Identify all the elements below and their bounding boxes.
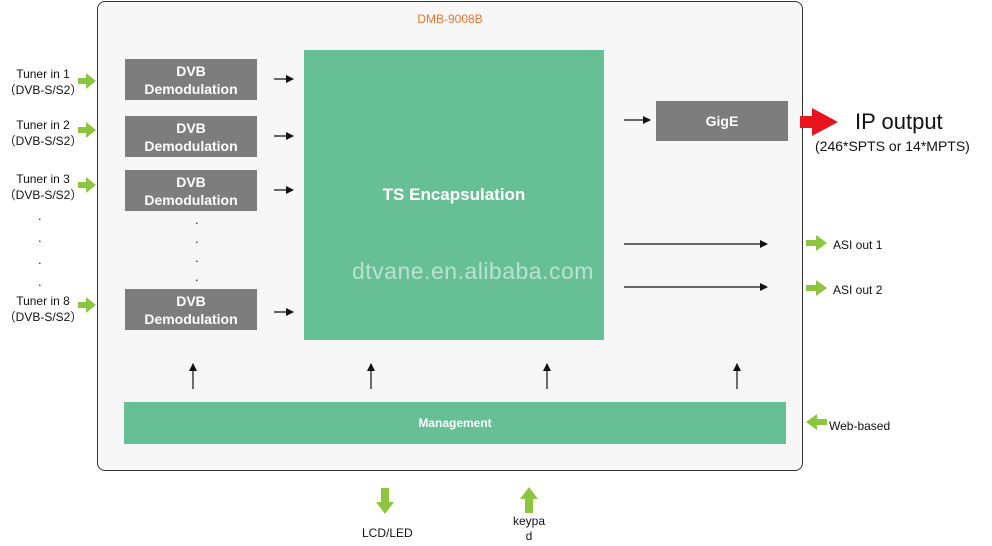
tuner-1-label: Tuner in 1 （DVB-S/S2） <box>0 66 88 98</box>
tuner-8-name: Tuner in 8 <box>16 294 70 308</box>
device-title: DMB-9008B <box>417 12 483 26</box>
ts-encapsulation-block: TS Encapsulation <box>304 50 604 340</box>
gige-label: GigE <box>705 113 739 129</box>
management-label: Management <box>418 416 492 430</box>
demod-3-line1: DVB <box>176 173 206 190</box>
ip-output-subtitle: (246*SPTS or 14*MPTS) <box>815 138 970 154</box>
asi-out-1-label: ASI out 1 <box>833 238 883 252</box>
tuner-8-label: Tuner in 8 （DVB-S/S2） <box>0 293 88 325</box>
red-arrow-right-icon <box>800 108 838 136</box>
green-arrow-right-icon <box>806 280 827 296</box>
demod-1-line1: DVB <box>176 62 206 79</box>
tuner-8-type: （DVB-S/S2） <box>3 310 83 324</box>
tuner-ellipsis: .... <box>38 208 42 289</box>
tuner-1-type: （DVB-S/S2） <box>3 83 83 97</box>
tuner-3-name: Tuner in 3 <box>16 172 70 186</box>
green-arrow-up-icon <box>520 487 538 513</box>
watermark: dtvane.en.alibaba.com <box>352 258 594 284</box>
demod-ellipsis: .... <box>195 212 199 284</box>
demod-2-line2: Demodulation <box>144 137 238 154</box>
keypad-line2: d <box>525 529 533 543</box>
tuner-2-type: （DVB-S/S2） <box>3 134 83 148</box>
gige-block: GigE <box>656 101 788 141</box>
green-arrow-right-icon <box>78 177 96 193</box>
demod-8-line1: DVB <box>176 292 206 309</box>
management-block: Management <box>124 402 786 444</box>
green-arrow-left-icon <box>806 414 827 430</box>
demod-3-line2: Demodulation <box>144 191 238 208</box>
web-based-label: Web-based <box>829 419 891 433</box>
demod-2-line1: DVB <box>176 119 206 136</box>
demod-to-ts-arrows <box>274 75 294 316</box>
ip-output-title: IP output <box>855 109 943 134</box>
demod-8-line2: Demodulation <box>144 310 238 327</box>
tuner-2-label: Tuner in 2 （DVB-S/S2） <box>0 117 88 149</box>
management-up-arrows <box>189 363 741 389</box>
green-arrow-right-icon <box>806 235 827 251</box>
tuner-3-label: Tuner in 3 （DVB-S/S2） <box>0 171 88 203</box>
green-arrow-right-icon <box>78 73 96 89</box>
green-arrow-right-icon <box>78 122 96 138</box>
green-arrow-down-icon <box>376 488 394 514</box>
asi-out-2-label: ASI out 2 <box>833 283 883 297</box>
tuner-1-name: Tuner in 1 <box>16 67 70 81</box>
keypad-line1: keypa <box>512 514 546 528</box>
ts-encapsulation-label: TS Encapsulation <box>382 185 526 204</box>
tuner-3-type: （DVB-S/S2） <box>3 188 83 202</box>
lcd-led-label: LCD/LED <box>362 526 413 540</box>
tuner-input-arrows <box>78 73 96 313</box>
green-arrow-right-icon <box>78 297 96 313</box>
keypad-label: keypa d <box>509 514 549 544</box>
demod-1-line2: Demodulation <box>144 80 238 97</box>
tuner-2-name: Tuner in 2 <box>16 118 70 132</box>
